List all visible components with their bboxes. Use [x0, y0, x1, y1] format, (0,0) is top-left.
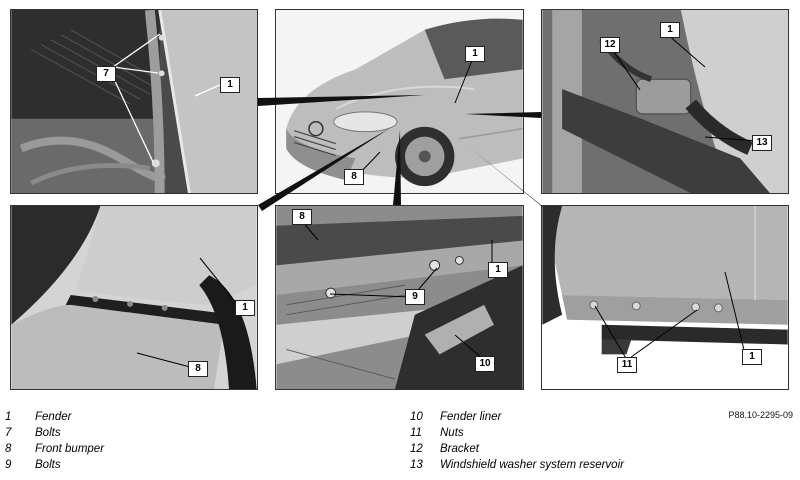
callout-8-bottom-left: 8: [188, 361, 208, 377]
callout-1-top-right: 1: [660, 22, 680, 38]
callout-10-bottom-center: 10: [475, 356, 495, 372]
panel-top-left: [10, 9, 258, 194]
legend-label: Bolts: [35, 427, 61, 439]
legend-right-column: 10 Fender liner 11 Nuts 12 Bracket 13 Windsh…: [410, 411, 624, 475]
legend-label: Bolts: [35, 459, 61, 471]
callout-11-bottom-right: 11: [617, 357, 637, 373]
legend-item: 9 Bolts: [5, 459, 104, 475]
panel-top-right-illustration: [542, 10, 788, 193]
callout-8-center: 8: [344, 169, 364, 185]
callout-1-bottom-right: 1: [742, 349, 762, 365]
legend-label: Fender liner: [440, 411, 502, 423]
legend-item: 13 Windshield washer system reservoir: [410, 459, 624, 475]
legend-number: 12: [410, 443, 423, 455]
panel-center: [275, 9, 524, 194]
callout-1-bottom-center: 1: [488, 262, 508, 278]
figure-reference-code: P88.10-2295-09: [728, 410, 793, 420]
callout-7-top-left: 7: [96, 66, 116, 82]
legend-label: Bracket: [440, 443, 479, 455]
callout-8-bottom-center: 8: [292, 209, 312, 225]
legend-number: 7: [5, 427, 12, 439]
legend-label: Fender: [35, 411, 72, 423]
panel-bottom-left-illustration: [11, 206, 257, 389]
callout-1-top-left: 1: [220, 77, 240, 93]
diagram-stage: 7 1 1 8 12 1 13 1 8 8 1 9 10 1 11: [10, 9, 789, 390]
legend-label: Front bumper: [35, 443, 105, 455]
legend-item: 12 Bracket: [410, 443, 624, 459]
callout-9-bottom-center: 9: [405, 289, 425, 305]
legend-item: 8 Front bumper: [5, 443, 104, 459]
callout-13-top-right: 13: [752, 135, 772, 151]
legend-number: 10: [410, 411, 423, 423]
panel-top-left-illustration: [11, 10, 257, 193]
legend-item: 11 Nuts: [410, 427, 624, 443]
legend-label: Windshield washer system reservoir: [440, 459, 624, 471]
legend-number: 9: [5, 459, 12, 471]
callout-1-center: 1: [465, 46, 485, 62]
legend-number: 11: [410, 427, 422, 439]
legend-number: 1: [5, 411, 12, 423]
legend-item: 1 Fender: [5, 411, 104, 427]
panel-top-right: [541, 9, 789, 194]
callout-1-bottom-left: 1: [235, 300, 255, 316]
panel-bottom-left: [10, 205, 258, 390]
panel-center-illustration: [276, 10, 523, 193]
legend-label: Nuts: [440, 427, 464, 439]
legend-item: 7 Bolts: [5, 427, 104, 443]
callout-12-top-right: 12: [600, 37, 620, 53]
legend-number: 8: [5, 443, 12, 455]
legend-item: 10 Fender liner: [410, 411, 624, 427]
legend-number: 13: [410, 459, 423, 471]
